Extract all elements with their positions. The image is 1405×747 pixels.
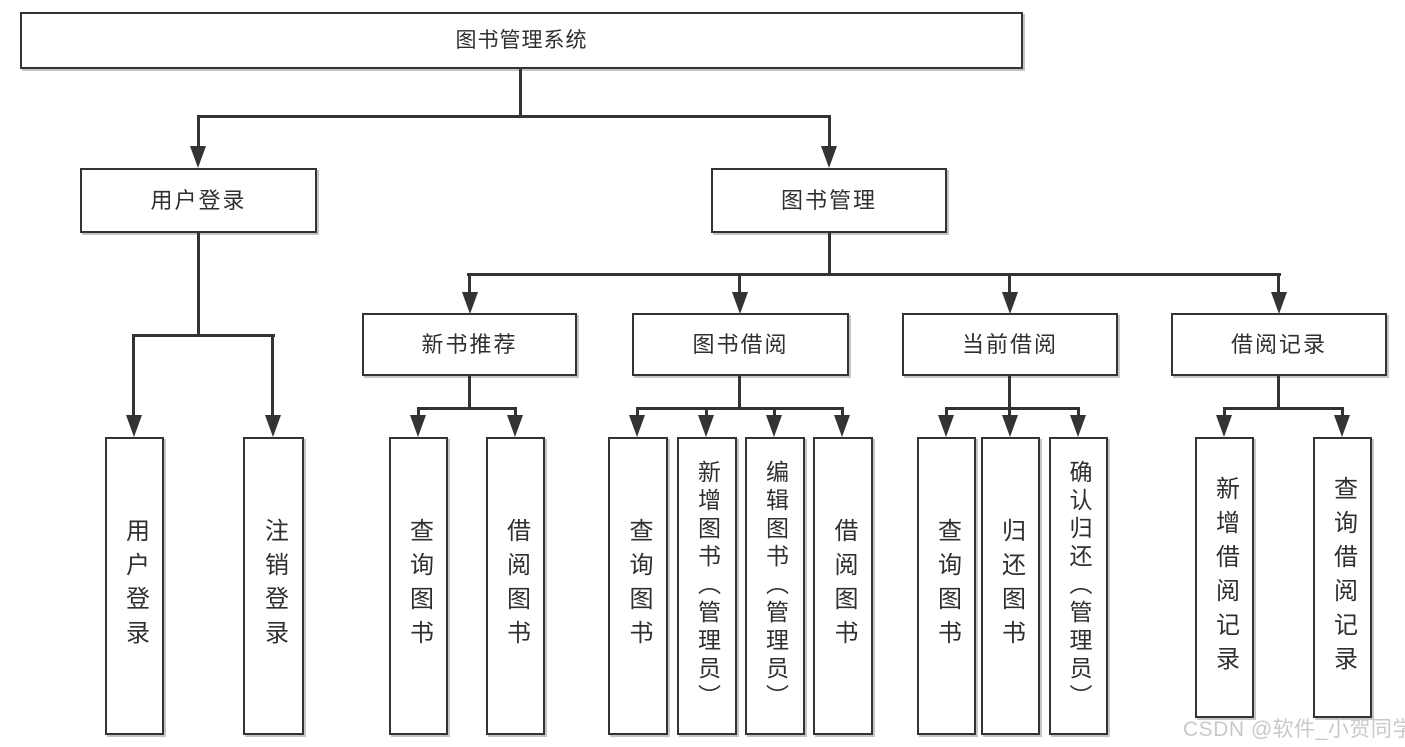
connector-line	[1008, 407, 1011, 417]
leaf-add-borrow-record: 新增借阅记录	[1195, 437, 1254, 718]
connector-line	[197, 115, 831, 118]
csdn-watermark: CSDN @软件_小贺同学	[1183, 718, 1405, 741]
leaf-return-books: 归还图书	[981, 437, 1040, 735]
connector-line	[636, 407, 639, 417]
leaf-confirm-return-admin-label: 确认归还（管理员）	[1066, 460, 1092, 712]
connector-line	[1277, 374, 1280, 410]
arrow-down-icon	[265, 415, 281, 437]
arrow-down-icon	[732, 292, 748, 314]
connector-line	[1008, 374, 1011, 410]
leaf-borrow-books: 借阅图书	[813, 437, 873, 735]
connector-line	[197, 115, 200, 148]
node-current-borrow: 当前借阅	[902, 313, 1118, 376]
arrow-down-icon	[629, 415, 645, 437]
arrow-down-icon	[821, 146, 837, 168]
leaf-recommend-borrow-books-label: 借阅图书	[502, 518, 530, 654]
connector-line	[197, 231, 200, 337]
connector-line	[1077, 407, 1080, 417]
leaf-return-books-label: 归还图书	[997, 518, 1025, 654]
connector-line	[271, 334, 274, 417]
node-borrow-records-label: 借阅记录	[1230, 331, 1327, 357]
leaf-query-borrow-record: 查询借阅记录	[1313, 437, 1372, 718]
node-new-book-recommend-label: 新书推荐	[421, 331, 518, 357]
connector-line	[417, 407, 517, 410]
connector-line	[773, 407, 776, 417]
node-book-borrow-label: 图书借阅	[692, 331, 789, 357]
arrow-down-icon	[766, 415, 782, 437]
arrow-down-icon	[698, 415, 714, 437]
connector-line	[519, 67, 522, 117]
arrow-down-icon	[834, 415, 850, 437]
leaf-logout: 注销登录	[243, 437, 304, 735]
connector-line	[738, 273, 741, 294]
connector-line	[1277, 273, 1280, 294]
connector-line	[1341, 407, 1344, 417]
connector-line	[514, 407, 517, 417]
connector-line	[828, 115, 831, 148]
connector-line	[705, 407, 708, 417]
connector-line	[1008, 273, 1011, 294]
node-book-management: 图书管理	[711, 168, 947, 233]
arrow-down-icon	[938, 415, 954, 437]
leaf-recommend-query-books-label: 查询图书	[405, 518, 433, 654]
arrow-down-icon	[190, 146, 206, 168]
arrow-down-icon	[1271, 292, 1287, 314]
connector-line	[468, 374, 471, 410]
leaf-recommend-borrow-books: 借阅图书	[486, 437, 545, 735]
node-user-login: 用户登录	[80, 168, 317, 233]
connector-line	[1223, 407, 1226, 417]
connector-line	[841, 407, 844, 417]
leaf-add-book-admin: 新增图书（管理员）	[677, 437, 737, 735]
connector-line	[945, 407, 948, 417]
leaf-add-book-admin-label: 新增图书（管理员）	[694, 460, 721, 712]
leaf-add-borrow-record-label: 新增借阅记录	[1211, 475, 1239, 680]
arrow-down-icon	[1070, 415, 1086, 437]
leaf-borrow-query-books-label: 查询图书	[625, 518, 652, 654]
arrow-down-icon	[1334, 415, 1350, 437]
leaf-recommend-query-books: 查询图书	[389, 437, 448, 735]
node-root-library-system: 图书管理系统	[20, 12, 1023, 69]
connector-line	[468, 273, 471, 294]
arrow-down-icon	[507, 415, 523, 437]
leaf-confirm-return-admin: 确认归还（管理员）	[1049, 437, 1108, 735]
arrow-down-icon	[1002, 292, 1018, 314]
leaf-query-borrow-record-label: 查询借阅记录	[1329, 475, 1357, 680]
leaf-edit-book-admin-label: 编辑图书（管理员）	[762, 460, 789, 712]
connector-line	[738, 374, 741, 410]
arrow-down-icon	[1002, 415, 1018, 437]
leaf-current-query-books: 查询图书	[917, 437, 976, 735]
leaf-logout-label: 注销登录	[260, 518, 288, 654]
connector-line	[828, 231, 831, 276]
leaf-borrow-query-books: 查询图书	[608, 437, 668, 735]
leaf-borrow-books-label: 借阅图书	[830, 518, 857, 654]
arrow-down-icon	[462, 292, 478, 314]
node-user-login-label: 用户登录	[150, 187, 247, 213]
node-root-label: 图书管理系统	[455, 29, 588, 52]
node-new-book-recommend: 新书推荐	[362, 313, 577, 376]
connector-line	[945, 407, 1080, 410]
leaf-user-login-label: 用户登录	[121, 518, 149, 654]
leaf-user-login: 用户登录	[105, 437, 164, 735]
node-book-management-label: 图书管理	[780, 187, 877, 213]
connector-line	[417, 407, 420, 417]
leaf-edit-book-admin: 编辑图书（管理员）	[745, 437, 805, 735]
connector-line	[467, 273, 1281, 276]
leaf-current-query-books-label: 查询图书	[933, 518, 961, 654]
arrow-down-icon	[410, 415, 426, 437]
node-borrow-records: 借阅记录	[1171, 313, 1387, 376]
connector-line	[132, 334, 135, 417]
connector-line	[1223, 407, 1344, 410]
node-current-borrow-label: 当前借阅	[961, 331, 1058, 357]
arrow-down-icon	[126, 415, 142, 437]
connector-line	[132, 334, 275, 337]
arrow-down-icon	[1216, 415, 1232, 437]
connector-line	[636, 407, 844, 410]
node-book-borrow: 图书借阅	[632, 313, 849, 376]
